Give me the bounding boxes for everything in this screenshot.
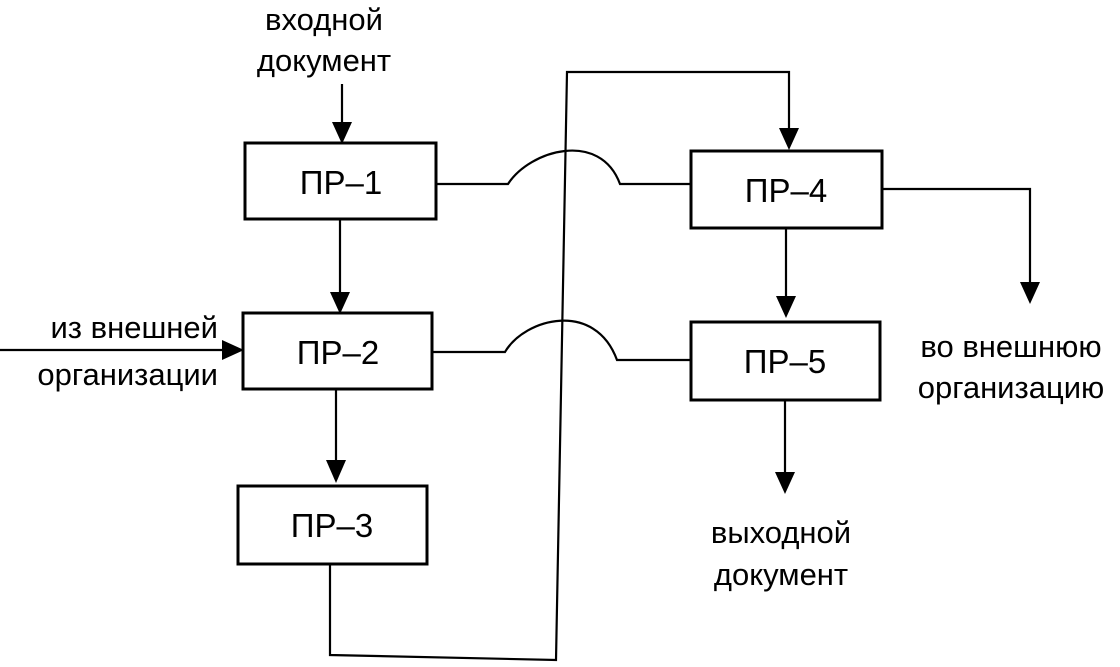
- pr1-to-pr4-line: [437, 149, 690, 186]
- pr2-to-pr5-line: [432, 319, 690, 362]
- box-pr5-label: ПР–5: [744, 343, 826, 380]
- box-pr4: [689, 149, 884, 230]
- pr3-to-pr4-arrowhead: [779, 128, 799, 150]
- pr3-to-pr4-line: [328, 70, 791, 662]
- input-to-pr1-arrowhead: [332, 122, 352, 144]
- pr1-to-pr2-arrowhead: [330, 292, 350, 314]
- pr2-to-pr3-arrowhead: [326, 460, 346, 483]
- pr4-to-external-arrowhead: [1020, 282, 1040, 304]
- output-doc-label-line1: выходной: [711, 515, 851, 550]
- input-doc-label-line2: документ: [257, 43, 391, 78]
- to-external-label-line2: организацию: [918, 370, 1105, 405]
- from-external-label-line2: организации: [37, 357, 218, 392]
- from-external-label-line1: из внешней: [50, 310, 218, 345]
- box-pr2: [241, 311, 434, 391]
- box-pr3: [236, 484, 429, 566]
- pr4-to-pr5-arrowhead: [776, 296, 796, 318]
- box-pr1: [243, 141, 438, 221]
- pr4-to-external-line: [882, 187, 1032, 288]
- to-external-label-line1: во внешнюю: [920, 329, 1101, 364]
- external-to-pr2-arrowhead: [222, 340, 244, 360]
- box-pr2-label: ПР–2: [297, 334, 379, 371]
- box-pr4-label: ПР–4: [745, 172, 827, 209]
- output-doc-label-line2: документ: [714, 557, 848, 592]
- box-pr5: [689, 320, 882, 402]
- box-pr3-label: ПР–3: [291, 507, 373, 544]
- pr5-to-output-arrowhead: [775, 472, 795, 494]
- box-pr1-label: ПР–1: [300, 164, 382, 201]
- input-doc-label-line1: входной: [265, 2, 383, 37]
